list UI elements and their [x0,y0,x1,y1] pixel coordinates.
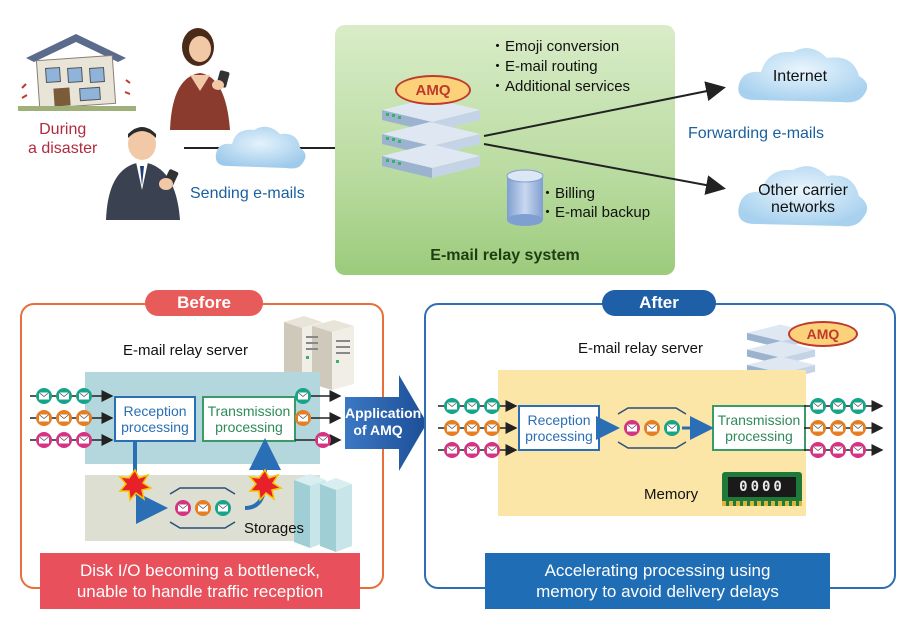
system-features-list: ・Emoji conversion ・E-mail routing ・Addit… [490,37,630,97]
forwarding-emails-label: Forwarding e-mails [688,125,825,142]
memory-label: Memory [644,486,699,503]
db-item-billing: ・Billing [540,185,596,202]
other-carrier-label: Other carrier networks [758,182,848,216]
tower-servers-icon [284,316,354,390]
application-of-amq-arrow [345,375,427,471]
storage-racks-icon [294,474,352,552]
database-items: ・Billing ・E-mail backup [540,184,650,222]
before-bottleneck-banner: Disk I/O becoming a bottleneck,unable to… [40,553,360,609]
after-tab: After [602,290,716,316]
internet-label: Internet [772,68,828,85]
storages-label: Storages [244,520,305,537]
email-relay-system-title: E-mail relay system [430,247,580,264]
db-item-email-backup: ・E-mail backup [540,204,651,221]
forwarding-arrows [483,81,726,195]
after-server-label: E-mail relay server [578,340,704,357]
amq-badge-after: AMQ [788,321,858,347]
relay-server-stack-icon [382,98,480,178]
disaster-label: During a disaster [28,121,98,157]
mail-icon [36,388,92,448]
sending-emails-label: Sending e-mails [190,185,305,202]
memory-chip-digits: 0000 [728,477,796,497]
before-tab: Before [145,290,263,316]
damaged-house-icon [18,34,136,111]
other-carrier-cloud-icon [738,166,868,227]
sending-cloud-icon [215,126,306,169]
amq-badge-top: AMQ [395,75,471,105]
before-mail-flow [30,388,342,529]
memory-chip-icon: 0000 [722,472,802,506]
internet-cloud-icon [738,48,868,103]
feature-additional-services: ・Additional services [490,78,631,95]
businessman-with-phone-icon [106,127,180,220]
feature-emoji-conversion: ・Emoji conversion [490,38,620,55]
email-relay-system-panel: E-mail relay system [335,25,675,275]
woman-with-phone-icon [170,28,230,130]
before-server-label: E-mail relay server [123,342,249,359]
database-icon [506,169,544,226]
feature-email-routing: ・E-mail routing [490,58,598,75]
bottleneck-burst-icon [118,468,283,502]
after-mail-flow [438,398,884,458]
